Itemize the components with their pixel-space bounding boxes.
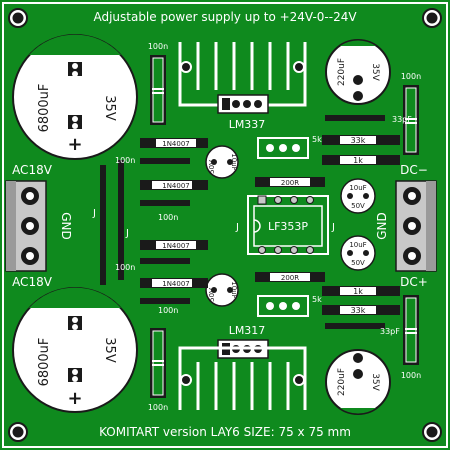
cap-mid-bottom-voltage: 50V (351, 259, 365, 267)
capacitor-10uf-adj-bottom: 50V 10uF (205, 273, 239, 307)
capacitor-10uf-mid-bottom: 10uF 50V (340, 235, 376, 271)
cap-adj-top-voltage: 50V (208, 160, 216, 174)
jumper-label: J (331, 222, 335, 233)
gnd-label-left: GND (59, 212, 73, 240)
small-parts-right-top: 33pF 33k 1k (322, 115, 412, 165)
film-capacitor-100n-top: 100n (148, 42, 168, 125)
lm317-label: LM317 (229, 324, 266, 337)
diode-label: 1N4007 (162, 140, 190, 148)
diode-2: 1N4007 (140, 180, 208, 190)
cap-100n-label: 100n (158, 213, 178, 222)
cap-adj-top-value: 10uF (230, 153, 238, 170)
cap-100n-label: 100n (148, 403, 168, 412)
big-cap-top-voltage: 35V (102, 95, 117, 121)
terminal-block-right (395, 180, 437, 272)
diode-label: 1N4007 (162, 280, 190, 288)
lm337-label: LM337 (229, 118, 266, 131)
res-33k-label: 33k (351, 136, 366, 145)
heatsink-bottom (178, 346, 307, 410)
capacitor-220uf-bottom: 220uF 35V (325, 349, 391, 415)
ac-label-top: AC18V (12, 163, 53, 177)
cap-adj-bottom-value: 10uF (230, 281, 238, 298)
film-caps-100n-left: 100n 100n 100n 100n (115, 156, 190, 315)
big-cap-top-value: 6800uF (37, 84, 52, 133)
cap-220uf-bottom-voltage: 35V (370, 373, 380, 391)
film-capacitor-100n-right-bottom: 100n (401, 295, 421, 380)
film-capacitor-100n-right-top: 100n (401, 72, 421, 155)
cap-100n-label: 100n (401, 371, 421, 380)
cap-100n-label: 100n (158, 306, 178, 315)
ic-label: LF353P (268, 220, 308, 233)
cap-100n-label: 100n (401, 72, 421, 81)
mounting-hole-center (12, 426, 24, 438)
res-1k-label: 1k (353, 287, 363, 296)
mounting-holes (8, 8, 442, 442)
res-200r-label: 200R (281, 179, 299, 187)
resistor-200r-bottom: 200R (255, 272, 325, 282)
cap-mid-top-value: 10uF (349, 184, 366, 192)
cap-mid-top-voltage: 50V (351, 202, 365, 210)
diode-1: 1N4007 (140, 138, 208, 148)
capacitor-220uf-top: 220uF 35V (325, 39, 391, 105)
big-capacitor-bottom: 6800uF 35V + (12, 287, 138, 413)
jumper-left: J J (92, 160, 129, 285)
cap-adj-bottom-voltage: 50V (208, 288, 216, 302)
capacitor-10uf-mid-top: 10uF 50V (340, 178, 376, 214)
dc-plus-label: DC+ (400, 275, 428, 289)
pot-5k-label: 5k (312, 295, 322, 304)
big-cap-bottom-value: 6800uF (37, 338, 52, 387)
cap-mid-bottom-value: 10uF (349, 241, 366, 249)
resistor-200r-top: 200R (255, 177, 325, 187)
dc-minus-label: DC− (400, 163, 428, 177)
big-capacitor-top: 6800uF 35V + (12, 34, 138, 160)
cap-220uf-top-voltage: 35V (370, 63, 380, 81)
jumper-label: J (235, 222, 239, 233)
diode-label: 1N4007 (162, 182, 190, 190)
board-footer: KOMITART version LAY6 SIZE: 75 x 75 mm (99, 425, 351, 439)
diode-4: 1N4007 (140, 278, 208, 288)
res-1k-label: 1k (353, 156, 363, 165)
film-capacitor-100n-bottom: 100n (148, 328, 168, 412)
big-cap-bottom-voltage: 35V (102, 337, 117, 363)
small-parts-right-bottom: 1k 33k 33pF (322, 286, 400, 336)
potentiometer-5k-top: 5k (257, 135, 322, 159)
big-cap-top-plus: + (67, 134, 82, 155)
diode-3: 1N4007 (140, 240, 208, 250)
pot-5k-label: 5k (312, 135, 322, 144)
jumper-label: J (92, 208, 96, 219)
regulator-lm337: LM337 (217, 94, 269, 131)
cap-220uf-top-value: 220uF (337, 58, 347, 86)
diode-label: 1N4007 (162, 242, 190, 250)
res-33k-label: 33k (351, 306, 366, 315)
mounting-hole-center (426, 12, 438, 24)
cap-100n-label: 100n (148, 42, 168, 51)
ic-lf353p: LF353P (247, 195, 329, 255)
jumper-label: J (125, 228, 129, 239)
mounting-hole-center (426, 426, 438, 438)
ac-label-bottom: AC18V (12, 275, 53, 289)
cap-100n-label: 100n (115, 263, 135, 272)
res-200r-label: 200R (281, 274, 299, 282)
capacitor-10uf-adj-top: 50V 10uF (205, 145, 239, 179)
mounting-hole-center (12, 12, 24, 24)
potentiometer-5k-bottom: 5k (257, 295, 322, 317)
cap-220uf-bottom-value: 220uF (337, 368, 347, 396)
cap-33pf-label: 33pF (392, 115, 412, 124)
gnd-label-right: GND (375, 212, 389, 240)
big-cap-bottom-plus: + (67, 388, 82, 409)
board-title: Adjustable power supply up to +24V-0--24… (93, 10, 357, 24)
cap-100n-label: 100n (115, 156, 135, 165)
cap-33pf-label: 33pF (380, 327, 400, 336)
terminal-block-left (5, 180, 47, 272)
